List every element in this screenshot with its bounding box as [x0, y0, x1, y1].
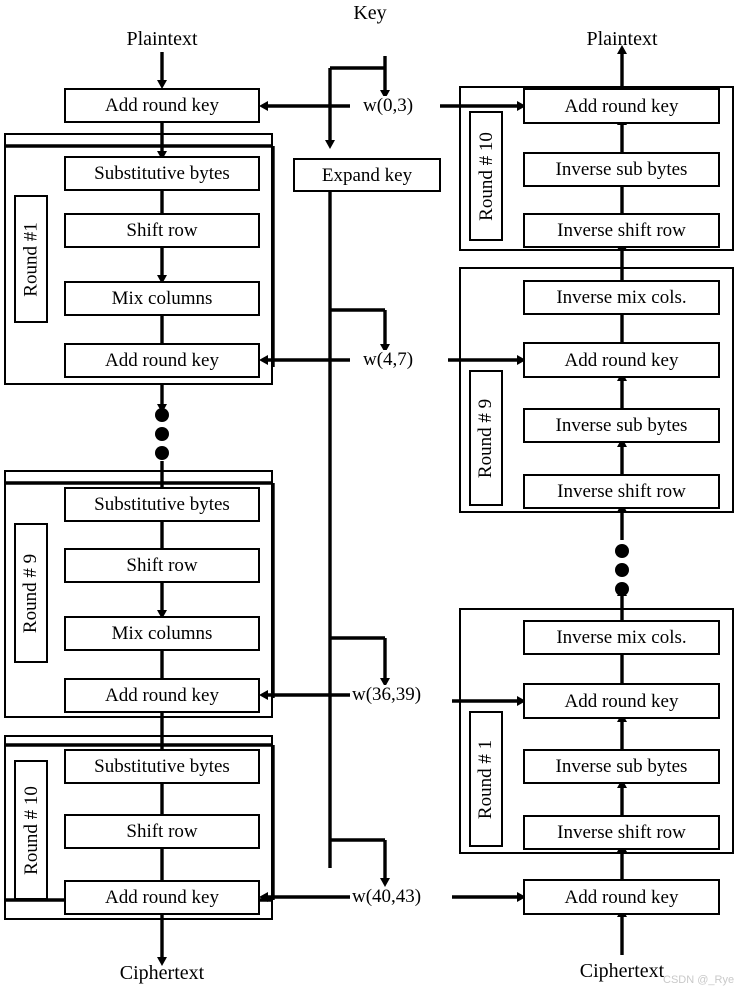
dec-round-1-group [459, 608, 734, 854]
key-word-label-1: w(4,7) [361, 349, 416, 370]
key-label: Key [353, 2, 387, 24]
ellipsis-dots-left [155, 408, 169, 460]
ellipsis-dots-right [615, 544, 629, 596]
dec-r10-add-round-key[interactable]: Add round key [523, 88, 720, 124]
dec-round-10-tag: Round # 10 [469, 111, 503, 241]
dec-r1-inverse-shift-row[interactable]: Inverse shift row [523, 815, 720, 850]
enc-r10-add-round-key[interactable]: Add round key [64, 880, 260, 915]
dec-r1-add-round-key[interactable]: Add round key [523, 683, 720, 719]
enc-initial-add-round-key[interactable]: Add round key [64, 88, 260, 123]
dec-r1-inverse-mix-cols[interactable]: Inverse mix cols. [523, 620, 720, 655]
enc-r9-shift-row[interactable]: Shift row [64, 548, 260, 583]
dec-r9-inverse-shift-row[interactable]: Inverse shift row [523, 474, 720, 509]
dec-round-9-group [459, 267, 734, 513]
dec-r9-add-round-key[interactable]: Add round key [523, 342, 720, 378]
enc-r9-substitutive-bytes[interactable]: Substitutive bytes [64, 487, 260, 522]
expand-key-box[interactable]: Expand key [293, 158, 441, 192]
enc-r9-add-round-key[interactable]: Add round key [64, 678, 260, 713]
dec-r9-inverse-sub-bytes[interactable]: Inverse sub bytes [523, 408, 720, 443]
dec-round-9-tag-label: Round # 9 [475, 398, 497, 478]
key-word-label-0: w(0,3) [361, 95, 416, 116]
dec-r9-inverse-mix-cols[interactable]: Inverse mix cols. [523, 280, 720, 315]
enc-round-9-tag: Round # 9 [14, 523, 48, 663]
ciphertext-label-left: Ciphertext [119, 962, 205, 984]
enc-r1-substitutive-bytes[interactable]: Substitutive bytes [64, 156, 260, 191]
watermark-text: CSDN @_Rye_ [663, 974, 734, 986]
enc-r10-shift-row[interactable]: Shift row [64, 814, 260, 849]
key-word-label-3: w(40,43) [350, 886, 424, 907]
dec-round-10-group [459, 86, 734, 251]
enc-r9-mix-columns[interactable]: Mix columns [64, 616, 260, 651]
enc-round-10-tag: Round # 10 [14, 760, 48, 900]
plaintext-label-right: Plaintext [586, 28, 658, 50]
enc-round-1-group [4, 133, 273, 385]
enc-r1-shift-row[interactable]: Shift row [64, 213, 260, 248]
dec-r1-inverse-sub-bytes[interactable]: Inverse sub bytes [523, 749, 720, 784]
ciphertext-label-right: Ciphertext [579, 960, 665, 982]
enc-round-1-tag-label: Round #1 [20, 221, 42, 297]
key-word-label-2: w(36,39) [350, 684, 424, 705]
enc-round-10-tag-label: Round # 10 [20, 785, 42, 875]
dec-r10-inverse-sub-bytes[interactable]: Inverse sub bytes [523, 152, 720, 187]
enc-r1-add-round-key[interactable]: Add round key [64, 343, 260, 378]
dec-final-add-round-key[interactable]: Add round key [523, 879, 720, 915]
enc-r1-mix-columns[interactable]: Mix columns [64, 281, 260, 316]
enc-round-9-group [4, 470, 273, 718]
dec-round-10-tag-label: Round # 10 [475, 131, 497, 221]
enc-round-9-tag-label: Round # 9 [20, 553, 42, 633]
enc-round-10-group [4, 735, 273, 920]
enc-r10-substitutive-bytes[interactable]: Substitutive bytes [64, 749, 260, 784]
dec-round-1-tag-label: Round # 1 [475, 739, 497, 819]
enc-round-1-tag: Round #1 [14, 195, 48, 323]
dec-round-1-tag: Round # 1 [469, 711, 503, 847]
plaintext-label-left: Plaintext [126, 28, 198, 50]
dec-round-9-tag: Round # 9 [469, 370, 503, 506]
dec-r10-inverse-shift-row[interactable]: Inverse shift row [523, 213, 720, 248]
